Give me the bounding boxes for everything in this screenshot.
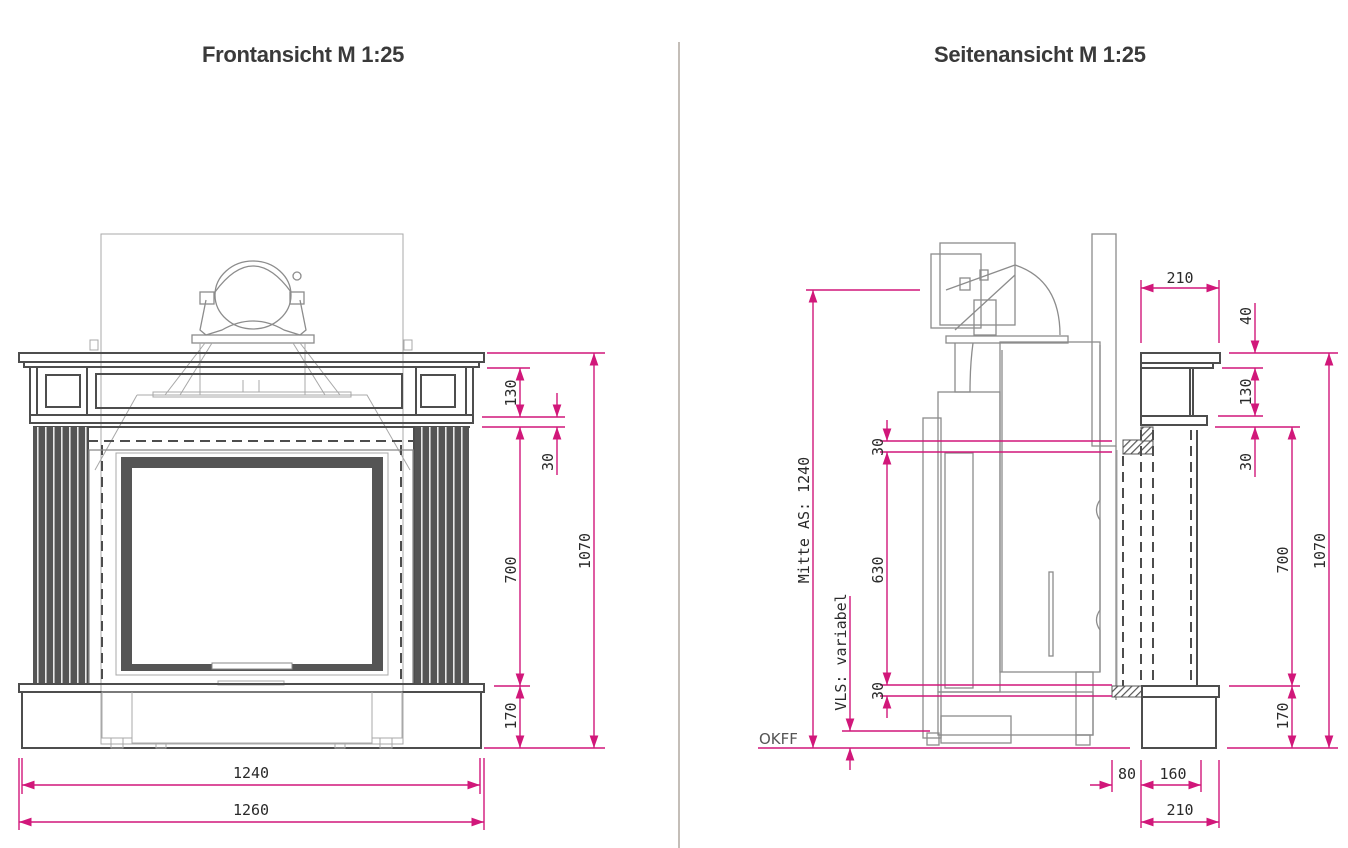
dim-front-1260: 1260 xyxy=(233,801,269,819)
dim-front-30: 30 xyxy=(539,453,557,471)
dim-side-shelf: 30 xyxy=(1237,453,1255,471)
front-view-title: Frontansicht M 1:25 xyxy=(202,42,405,67)
dim-front-1240: 1240 xyxy=(233,764,269,782)
dim-side-wall-offset: 80 xyxy=(1118,765,1136,783)
dim-front-700: 700 xyxy=(502,556,520,583)
hatched-support-top xyxy=(1122,439,1154,455)
dim-front-130: 130 xyxy=(502,379,520,406)
dim-side-insert-bottom-gap: 30 xyxy=(869,682,887,700)
side-view-dimensions: Mitte AS: 1240 VLS: variabel OKFF 30 630… xyxy=(758,269,1338,828)
insert-body xyxy=(922,341,1101,746)
side-view-title: Seitenansicht M 1:25 xyxy=(934,42,1146,67)
right-pillar xyxy=(414,427,469,684)
dim-side-insert-height: 630 xyxy=(869,556,887,583)
dim-side-insert-top-gap: 30 xyxy=(869,438,887,456)
floor-label-okff: OKFF xyxy=(759,730,798,748)
dim-side-total-height: 1070 xyxy=(1311,533,1329,569)
dim-side-vls: VLS: variabel xyxy=(832,593,850,710)
dim-side-top-band: 130 xyxy=(1237,378,1255,405)
fire-door-glass xyxy=(132,468,372,664)
flue-elbow xyxy=(930,242,1069,344)
dim-side-plinth: 170 xyxy=(1274,702,1292,729)
dim-front-1070: 1070 xyxy=(576,533,594,569)
dim-side-opening-height: 700 xyxy=(1274,546,1292,573)
dim-side-flue-center: Mitte AS: 1240 xyxy=(795,457,813,583)
dim-side-cornice: 40 xyxy=(1237,307,1255,325)
side-view-drawing xyxy=(922,233,1221,749)
flue-collar xyxy=(191,260,315,344)
hatched-support-bottom xyxy=(1111,685,1143,698)
dim-side-pillar-depth: 160 xyxy=(1159,765,1186,783)
front-view-drawing xyxy=(18,233,485,749)
front-view-dimensions: 130 30 700 170 1070 1240 1260 xyxy=(18,352,605,830)
left-pillar xyxy=(33,427,88,684)
dim-front-170: 170 xyxy=(502,702,520,729)
dim-side-base-depth: 210 xyxy=(1166,801,1193,819)
insert-outline xyxy=(100,233,404,745)
dim-side-top-depth: 210 xyxy=(1166,269,1193,287)
